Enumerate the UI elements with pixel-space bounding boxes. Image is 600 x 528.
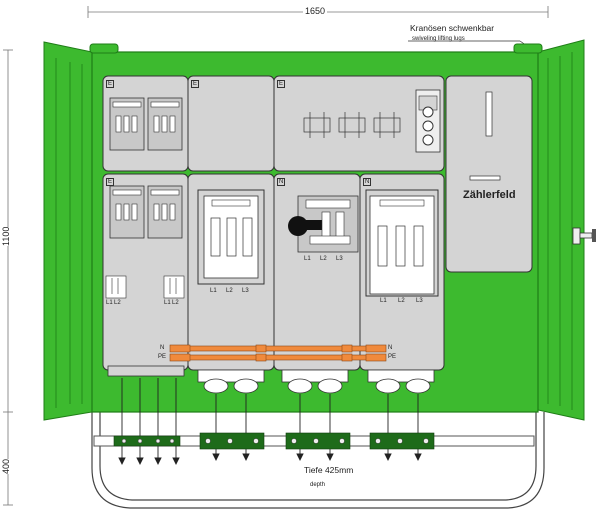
phase-label: L2 bbox=[114, 300, 121, 306]
clamp-bolts bbox=[121, 438, 429, 444]
module-tag: E bbox=[191, 80, 200, 88]
main-switch bbox=[288, 195, 359, 253]
neutral-busbar-label: N bbox=[388, 345, 393, 351]
phase-label: L1 bbox=[210, 288, 217, 294]
fuse-slots bbox=[112, 189, 180, 221]
meter-slot bbox=[485, 91, 493, 137]
neutral-busbar-label: N bbox=[160, 345, 165, 351]
breaker-fuses bbox=[210, 217, 253, 257]
lifting-lug-leader bbox=[408, 40, 531, 49]
phase-label: L3 bbox=[416, 298, 423, 304]
left-door bbox=[43, 41, 93, 421]
breaker-fuses bbox=[377, 225, 424, 267]
terminal-boxes bbox=[303, 112, 401, 138]
meter-slot-horizontal bbox=[469, 175, 501, 181]
phase-label: L1 bbox=[164, 300, 171, 306]
module-tag: E bbox=[106, 178, 115, 186]
pe-busbar-label: PE bbox=[158, 354, 167, 360]
busbar-terminals bbox=[169, 344, 387, 362]
phase-label: L2 bbox=[398, 298, 405, 304]
module-tag: N bbox=[363, 178, 372, 186]
cable-glands bbox=[197, 369, 435, 394]
base-height-label: 400 bbox=[1, 458, 11, 474]
cable-arrows bbox=[118, 378, 422, 466]
bottom-plate bbox=[107, 365, 185, 377]
depth-label-en: depth bbox=[310, 482, 326, 488]
small-breakers bbox=[105, 275, 185, 299]
socket-strip bbox=[415, 89, 441, 153]
phase-label: L2 bbox=[172, 300, 179, 306]
phase-label: L3 bbox=[336, 256, 343, 262]
pe-busbar-label: PE bbox=[388, 354, 397, 360]
width-dimension-label: 1650 bbox=[303, 6, 328, 16]
door-handle bbox=[572, 227, 596, 245]
lifting-lugs bbox=[89, 43, 543, 54]
meter-field bbox=[445, 75, 533, 273]
phase-label: L2 bbox=[226, 288, 233, 294]
fuse-slots bbox=[112, 101, 180, 133]
module-tag: N bbox=[277, 178, 286, 186]
module-2 bbox=[187, 75, 275, 172]
lifting-lugs-label-de: Kranösen schwenkbar bbox=[410, 23, 495, 33]
module-tag: E bbox=[277, 80, 286, 88]
phase-label: L2 bbox=[320, 256, 327, 262]
breaker-label-strip bbox=[211, 199, 251, 207]
phase-label: L1 bbox=[380, 298, 387, 304]
breaker-label-strip bbox=[379, 199, 425, 207]
meter-field-label: Zählerfeld bbox=[463, 189, 516, 201]
lifting-lugs-label-en: swiveling lifting lugs bbox=[412, 36, 465, 42]
phase-label: L1 bbox=[304, 256, 311, 262]
cabinet-height-label: 1100 bbox=[1, 226, 11, 246]
module-tag: E bbox=[106, 80, 115, 88]
phase-label: L3 bbox=[242, 288, 249, 294]
phase-label: L1 bbox=[106, 300, 113, 306]
base-frame bbox=[91, 412, 545, 509]
height-dimension bbox=[3, 49, 13, 506]
depth-label-de: Tiefe 425mm bbox=[304, 465, 354, 475]
